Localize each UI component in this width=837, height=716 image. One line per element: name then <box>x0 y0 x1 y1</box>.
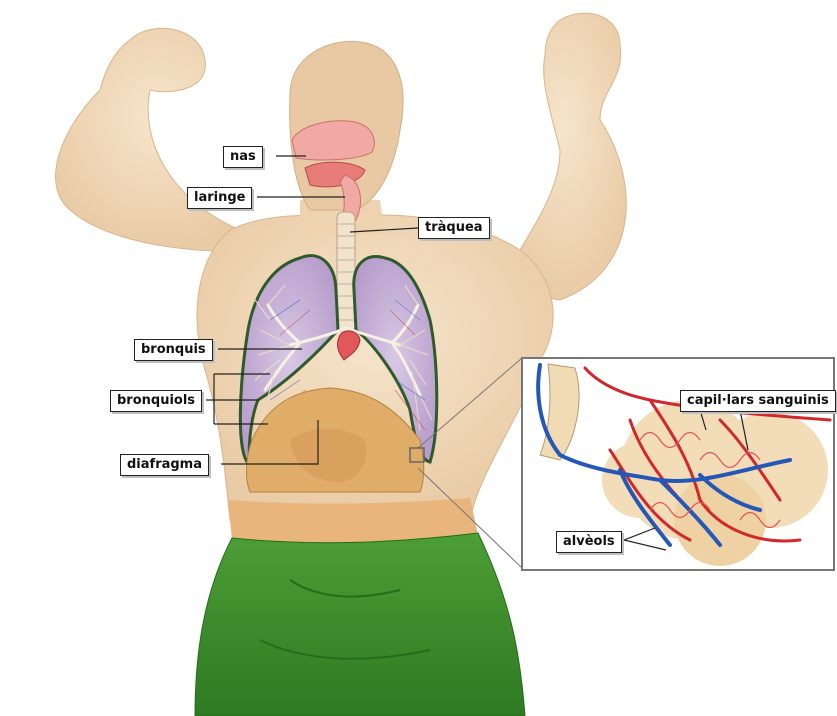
label-traquea: tràquea <box>418 217 490 239</box>
label-nas: nas <box>223 146 263 168</box>
label-diafragma: diafragma <box>120 454 209 476</box>
label-bronquis: bronquis <box>134 339 213 361</box>
left-arm <box>56 28 260 251</box>
cloth <box>195 533 525 716</box>
label-bronquiols: bronquiols <box>110 390 202 412</box>
label-laringe: laringe <box>187 187 252 209</box>
label-capillars: capil·lars sanguinis <box>680 390 836 412</box>
waistband <box>228 498 478 543</box>
label-alveols: alvèols <box>556 531 622 553</box>
